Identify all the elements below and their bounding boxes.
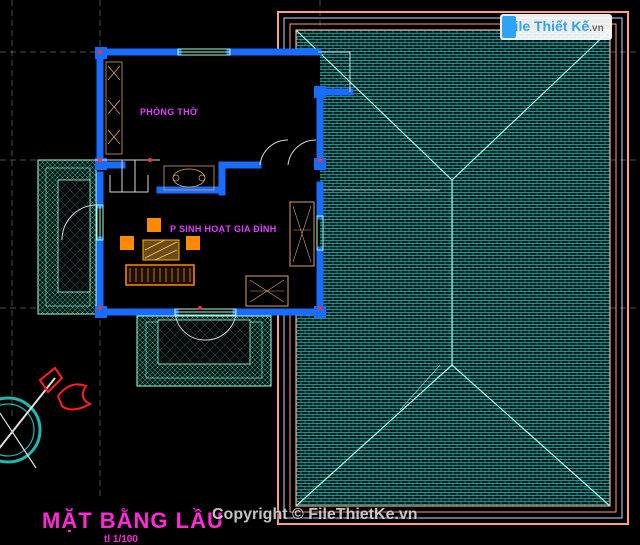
copyright-watermark: Copyright © FileThietKe.vn [212, 506, 418, 523]
roof-main [277, 11, 629, 525]
logo-domain-text: .vn [589, 23, 604, 34]
roof-left-wing [37, 159, 97, 315]
roof-bottom-porch [136, 315, 272, 387]
section-markers [98, 50, 322, 310]
doors [61, 139, 317, 341]
compass-icon [0, 366, 93, 469]
room-label-family: P SINH HOẠT GIA ĐÌNH [170, 224, 277, 234]
columns [95, 47, 326, 318]
logo-main-text: File Thiết Kế [506, 18, 590, 34]
family-furniture [120, 201, 315, 307]
drawing-title: MẶT BẰNG LẦU [42, 508, 224, 533]
drawing-scale: tl 1/100 [104, 534, 138, 545]
altar-furniture [105, 61, 215, 191]
logo-badge [500, 14, 612, 40]
site-logo[interactable]: File Thiết Kế.vn [506, 18, 604, 34]
room-label-altar: PHÒNG THỜ [140, 107, 198, 117]
